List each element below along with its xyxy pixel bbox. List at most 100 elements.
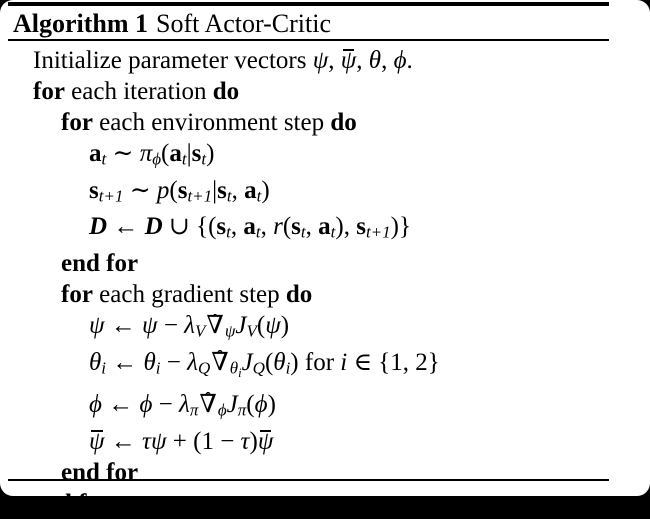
keyword: for [61, 281, 93, 309]
math-bold-var: s [216, 213, 227, 241]
math-subscript: t [256, 186, 262, 206]
math-bold-var: a [243, 213, 256, 241]
math-operator: )} [390, 213, 411, 241]
math-bold-var: s [191, 140, 202, 167]
math-bold-var: s [291, 213, 301, 241]
math-operator: ( [161, 140, 170, 167]
math-var: ψ [142, 312, 158, 340]
math-var: r [273, 213, 283, 241]
math-subscript: π [189, 400, 199, 420]
math-operator: ) [290, 348, 305, 376]
math-var: θ [89, 348, 102, 376]
math-operator: . [406, 47, 413, 74]
math-operator: ( [256, 312, 266, 340]
math-var: i [340, 348, 348, 376]
math-operator: , [381, 47, 394, 74]
algo-line-14: end for [33, 488, 633, 519]
math-var: J [235, 312, 247, 340]
math-var: p [156, 176, 170, 204]
nabla-hat: ∇ [206, 310, 223, 341]
text: each iteration [64, 78, 213, 105]
algo-line-1: Initialize parameter vectors ψ, ψ, θ, ϕ. [33, 45, 633, 76]
algo-line-5: st+1 ∼ p(st+1|st, at) [33, 175, 633, 212]
math-subscript: t+1 [187, 186, 213, 206]
math-operator: ∼ [123, 176, 157, 204]
algo-line-2: for each iteration do [33, 76, 633, 107]
math-operator: ∈ {1, 2} [347, 348, 440, 376]
math-subscript: t+1 [365, 223, 391, 243]
math-subscript: Q [252, 358, 265, 378]
math-operator: ← [106, 348, 144, 376]
math-var-bar: ψ [89, 427, 105, 455]
keyword: do [212, 78, 240, 105]
algo-line-13: end for [33, 457, 633, 488]
algorithm-top-rule [8, 2, 609, 6]
math-subscript: i [101, 358, 107, 378]
keyword: do [285, 281, 313, 309]
math-operator: − [160, 348, 188, 376]
math-subscript: ϕ [217, 400, 227, 420]
math-subsubscript: i [238, 365, 242, 380]
math-var: θ [143, 348, 156, 376]
algo-line-9: ψ ← ψ − λV∇ψJV(ψ) [33, 310, 633, 347]
math-var: θ [273, 348, 286, 376]
math-subscript: t+1 [98, 186, 124, 206]
algo-line-6: D ← D ∪ {(st, at, r(st, at), st+1)} [33, 211, 633, 248]
text: for [304, 348, 341, 376]
math-operator: , [356, 47, 369, 74]
math-var: λ [184, 312, 195, 340]
math-operator: + (1 − [166, 427, 241, 455]
keyword: end for [33, 489, 111, 517]
nabla-hat: ∇ [211, 347, 228, 378]
math-subscript: i [285, 358, 291, 378]
algo-line-11: ϕ ← ϕ − λπ∇ϕJπ(ϕ) [33, 389, 633, 426]
math-operator: ← [104, 427, 143, 455]
math-var: π [139, 140, 153, 167]
math-operator: ) [261, 176, 270, 204]
math-operator: , [343, 213, 357, 241]
math-operator: ) [335, 213, 344, 241]
math-subscript: t [255, 223, 261, 243]
math-subscript: ψ [224, 321, 236, 341]
math-subscript: t [330, 223, 336, 243]
math-bold-var: s [89, 176, 99, 204]
math-subscript: Q [197, 358, 211, 378]
math-bold-var: a [318, 213, 331, 241]
math-subscript: V [246, 321, 257, 341]
math-operator: , [305, 213, 319, 241]
algo-line-8: for each gradient step do [33, 279, 633, 310]
algo-line-10: θi ← θi − λQ∇θiJQ(θi) for i ∈ {1, 2} [33, 347, 633, 389]
math-var: J [226, 390, 238, 418]
keyword: do [330, 109, 357, 136]
nabla-hat: ∇ [199, 389, 216, 420]
math-operator: ( [246, 390, 255, 418]
math-cal-var: D [89, 213, 108, 241]
math-var: ψ [265, 312, 281, 340]
math-operator: ( [169, 176, 178, 204]
math-subscript: π [237, 400, 247, 420]
math-var: ϕ [139, 390, 153, 418]
math-operator: − [157, 312, 185, 340]
math-subscript: ϕ [152, 149, 162, 169]
keyword: for [33, 78, 65, 105]
math-operator: ← [104, 312, 143, 340]
math-subscript: t [226, 186, 232, 206]
math-bold-var: a [169, 140, 182, 167]
math-bold-var: s [177, 176, 188, 204]
math-operator: , [260, 213, 274, 241]
keyword: for [61, 109, 93, 136]
text: each gradient step [92, 281, 286, 309]
math-subscript: t [226, 223, 231, 243]
math-subscript: θ [229, 358, 239, 378]
math-bold-var: a [89, 140, 102, 167]
math-bold-var: s [356, 213, 366, 241]
algo-line-4: at ∼ πϕ(at|st) [33, 138, 633, 175]
math-var: ϕ [89, 390, 102, 418]
math-bold-var: a [244, 176, 257, 204]
math-var: τ [240, 427, 250, 455]
math-subscript: t [300, 223, 306, 243]
math-operator: , [328, 47, 341, 74]
math-var: ψ [89, 312, 105, 340]
